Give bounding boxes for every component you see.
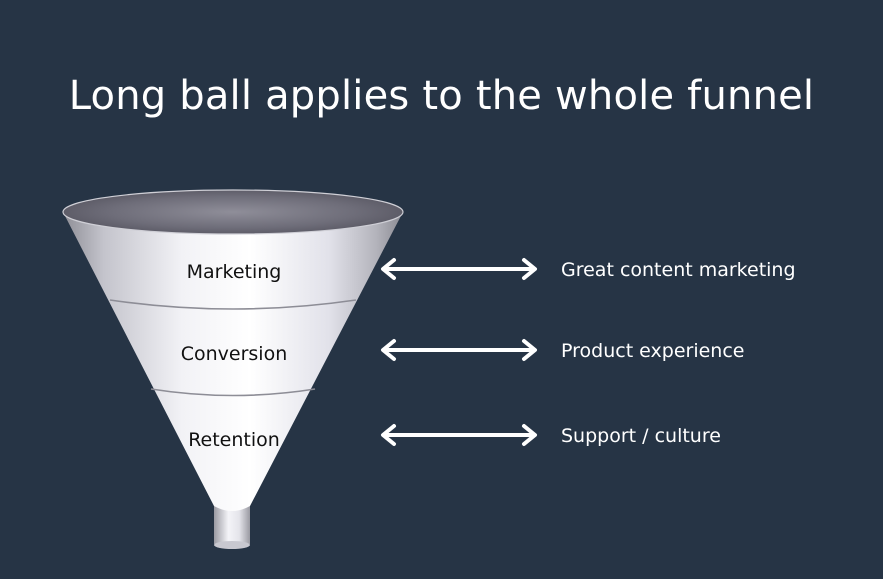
double-arrow-icon [381, 258, 537, 280]
funnel-opening [63, 190, 403, 234]
stage-label-retention: Retention [188, 429, 280, 451]
funnel-separator-2 [150, 388, 316, 397]
stage-label-marketing: Marketing [186, 261, 282, 283]
double-arrow-icon [381, 424, 537, 446]
funnel-rim [62, 189, 404, 235]
funnel-body [63, 212, 403, 511]
stage-description-retention: Support / culture [561, 425, 721, 447]
funnel-spout [214, 506, 250, 548]
stage-label-conversion: Conversion [180, 343, 288, 365]
stage-description-conversion: Product experience [561, 340, 745, 362]
stage-description-marketing: Great content marketing [561, 259, 796, 281]
funnel-spout-bottom [214, 541, 250, 549]
funnel-separator-1 [109, 299, 357, 310]
double-arrow-icon [381, 339, 537, 361]
slide-title: Long ball applies to the whole funnel [68, 73, 815, 119]
